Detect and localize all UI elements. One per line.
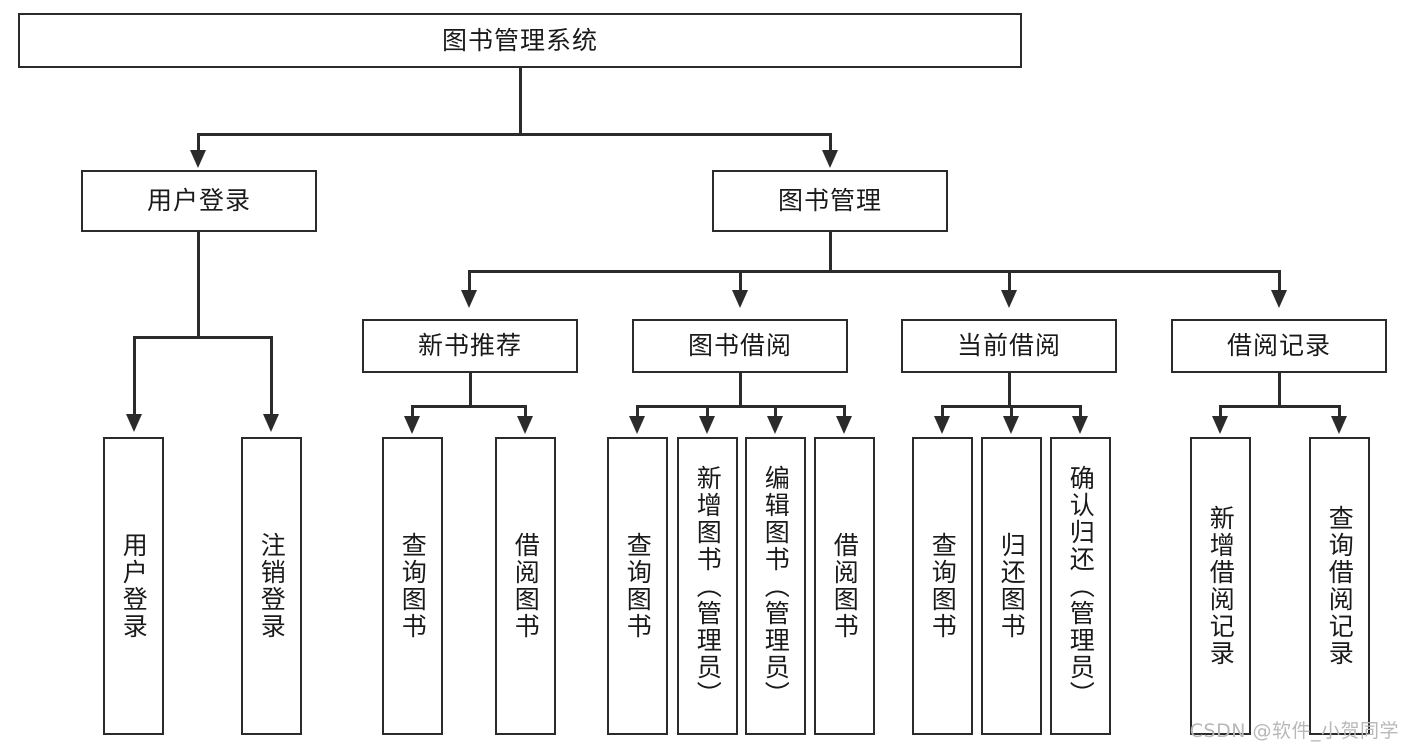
connector-root-to-book-manage <box>829 133 832 157</box>
connector-borrow-record-drop-1 <box>1338 405 1341 420</box>
watermark: CSDN @软件_小贺同学 <box>1189 720 1399 742</box>
connector-current-borrow-drop-1 <box>1010 405 1013 420</box>
node-root-label: 图书管理系统 <box>441 25 598 55</box>
leaf-borrow-record-0[interactable]: 新增借阅记录 <box>1190 437 1251 735</box>
arrow-book-borrow-leaf-2 <box>767 416 783 434</box>
leaf-current-borrow-2-label: 确认归还（管理员） <box>1066 464 1096 708</box>
node-current-borrow-label: 当前借阅 <box>956 331 1061 361</box>
connector-book-manage-drop-3 <box>1278 270 1281 294</box>
connector-book-borrow-drop-2 <box>774 405 777 420</box>
leaf-new-book-0-label: 查询图书 <box>398 532 428 640</box>
leaf-user-login-0[interactable]: 用户登录 <box>103 437 164 735</box>
connector-book-manage-drop-1 <box>739 270 742 294</box>
connector-current-borrow-stem <box>1008 373 1011 407</box>
arrow-root-to-book-manage <box>822 150 838 168</box>
node-book-borrow[interactable]: 图书借阅 <box>632 319 848 373</box>
leaf-book-borrow-0[interactable]: 查询图书 <box>607 437 668 735</box>
connector-book-borrow-drop-3 <box>843 405 846 420</box>
leaf-book-borrow-2-label: 编辑图书（管理员） <box>761 464 791 708</box>
connector-user-login-drop-0 <box>133 336 136 418</box>
connector-book-manage-bar <box>468 270 1280 273</box>
arrow-borrow-record-leaf-0 <box>1212 416 1228 434</box>
node-borrow-record[interactable]: 借阅记录 <box>1171 319 1387 373</box>
connector-book-manage-stem <box>829 232 832 272</box>
leaf-new-book-1[interactable]: 借阅图书 <box>495 437 556 735</box>
connector-borrow-record-bar <box>1219 405 1340 408</box>
connector-user-login-stem <box>197 232 200 338</box>
arrow-current-borrow-leaf-1 <box>1003 416 1019 434</box>
connector-user-login-drop-1 <box>270 336 273 418</box>
node-current-borrow[interactable]: 当前借阅 <box>901 319 1117 373</box>
leaf-book-borrow-1[interactable]: 新增图书（管理员） <box>677 437 738 735</box>
connector-current-borrow-drop-2 <box>1079 405 1082 420</box>
connector-root-stem <box>519 68 522 134</box>
leaf-book-borrow-0-label: 查询图书 <box>623 532 653 640</box>
leaf-book-borrow-1-label: 新增图书（管理员） <box>693 464 723 708</box>
leaf-book-borrow-3-label: 借阅图书 <box>830 532 860 640</box>
connector-root-to-user-login <box>197 133 200 157</box>
leaf-current-borrow-0-label: 查询图书 <box>928 532 958 640</box>
node-book-borrow-label: 图书借阅 <box>687 331 792 361</box>
arrow-book-borrow-leaf-3 <box>836 416 852 434</box>
node-user-login[interactable]: 用户登录 <box>81 170 317 232</box>
arrow-book-manage-child-0 <box>461 290 477 308</box>
leaf-book-borrow-3[interactable]: 借阅图书 <box>814 437 875 735</box>
leaf-borrow-record-0-label: 新增借阅记录 <box>1206 505 1236 667</box>
leaf-book-borrow-2[interactable]: 编辑图书（管理员） <box>745 437 806 735</box>
leaf-current-borrow-1[interactable]: 归还图书 <box>981 437 1042 735</box>
node-new-book-recommend[interactable]: 新书推荐 <box>362 319 578 373</box>
connector-new-book-stem <box>469 373 472 407</box>
connector-new-book-drop-1 <box>524 405 527 420</box>
connector-borrow-record-stem <box>1278 373 1281 407</box>
leaf-current-borrow-1-label: 归还图书 <box>997 532 1027 640</box>
node-root[interactable]: 图书管理系统 <box>18 13 1022 68</box>
connector-book-borrow-stem <box>739 373 742 407</box>
leaf-user-login-1-label: 注销登录 <box>257 532 287 640</box>
arrow-user-login-leaf-1 <box>263 414 279 432</box>
arrow-current-borrow-leaf-2 <box>1072 416 1088 434</box>
connector-book-borrow-drop-1 <box>706 405 709 420</box>
connector-current-borrow-drop-0 <box>941 405 944 420</box>
leaf-user-login-1[interactable]: 注销登录 <box>241 437 302 735</box>
arrow-book-manage-child-1 <box>732 290 748 308</box>
leaf-current-borrow-0[interactable]: 查询图书 <box>912 437 973 735</box>
arrow-root-to-user-login <box>190 150 206 168</box>
node-borrow-record-label: 借阅记录 <box>1226 331 1331 361</box>
connector-borrow-record-drop-0 <box>1219 405 1222 420</box>
connector-new-book-bar <box>411 405 526 408</box>
connector-user-login-bar <box>133 336 272 339</box>
connector-book-manage-drop-2 <box>1008 270 1011 294</box>
node-book-manage[interactable]: 图书管理 <box>712 170 948 232</box>
node-book-manage-label: 图书管理 <box>777 186 882 216</box>
leaf-current-borrow-2[interactable]: 确认归还（管理员） <box>1050 437 1111 735</box>
leaf-new-book-1-label: 借阅图书 <box>511 532 541 640</box>
arrow-current-borrow-leaf-0 <box>934 416 950 434</box>
node-new-book-recommend-label: 新书推荐 <box>417 331 522 361</box>
arrow-borrow-record-leaf-1 <box>1331 416 1347 434</box>
arrow-book-manage-child-2 <box>1001 290 1017 308</box>
leaf-borrow-record-1[interactable]: 查询借阅记录 <box>1309 437 1370 735</box>
arrow-user-login-leaf-0 <box>126 414 142 432</box>
arrow-new-book-leaf-0 <box>404 416 420 434</box>
connector-book-manage-drop-0 <box>468 270 471 294</box>
arrow-book-manage-child-3 <box>1271 290 1287 308</box>
connector-book-borrow-drop-0 <box>636 405 639 420</box>
leaf-borrow-record-1-label: 查询借阅记录 <box>1325 505 1355 667</box>
connector-book-borrow-bar <box>636 405 845 408</box>
node-user-login-label: 用户登录 <box>146 186 251 216</box>
connector-root-bar <box>197 133 831 136</box>
arrow-book-borrow-leaf-0 <box>629 416 645 434</box>
arrow-book-borrow-leaf-1 <box>699 416 715 434</box>
leaf-new-book-0[interactable]: 查询图书 <box>382 437 443 735</box>
leaf-user-login-0-label: 用户登录 <box>119 532 149 640</box>
arrow-new-book-leaf-1 <box>517 416 533 434</box>
connector-new-book-drop-0 <box>411 405 414 420</box>
